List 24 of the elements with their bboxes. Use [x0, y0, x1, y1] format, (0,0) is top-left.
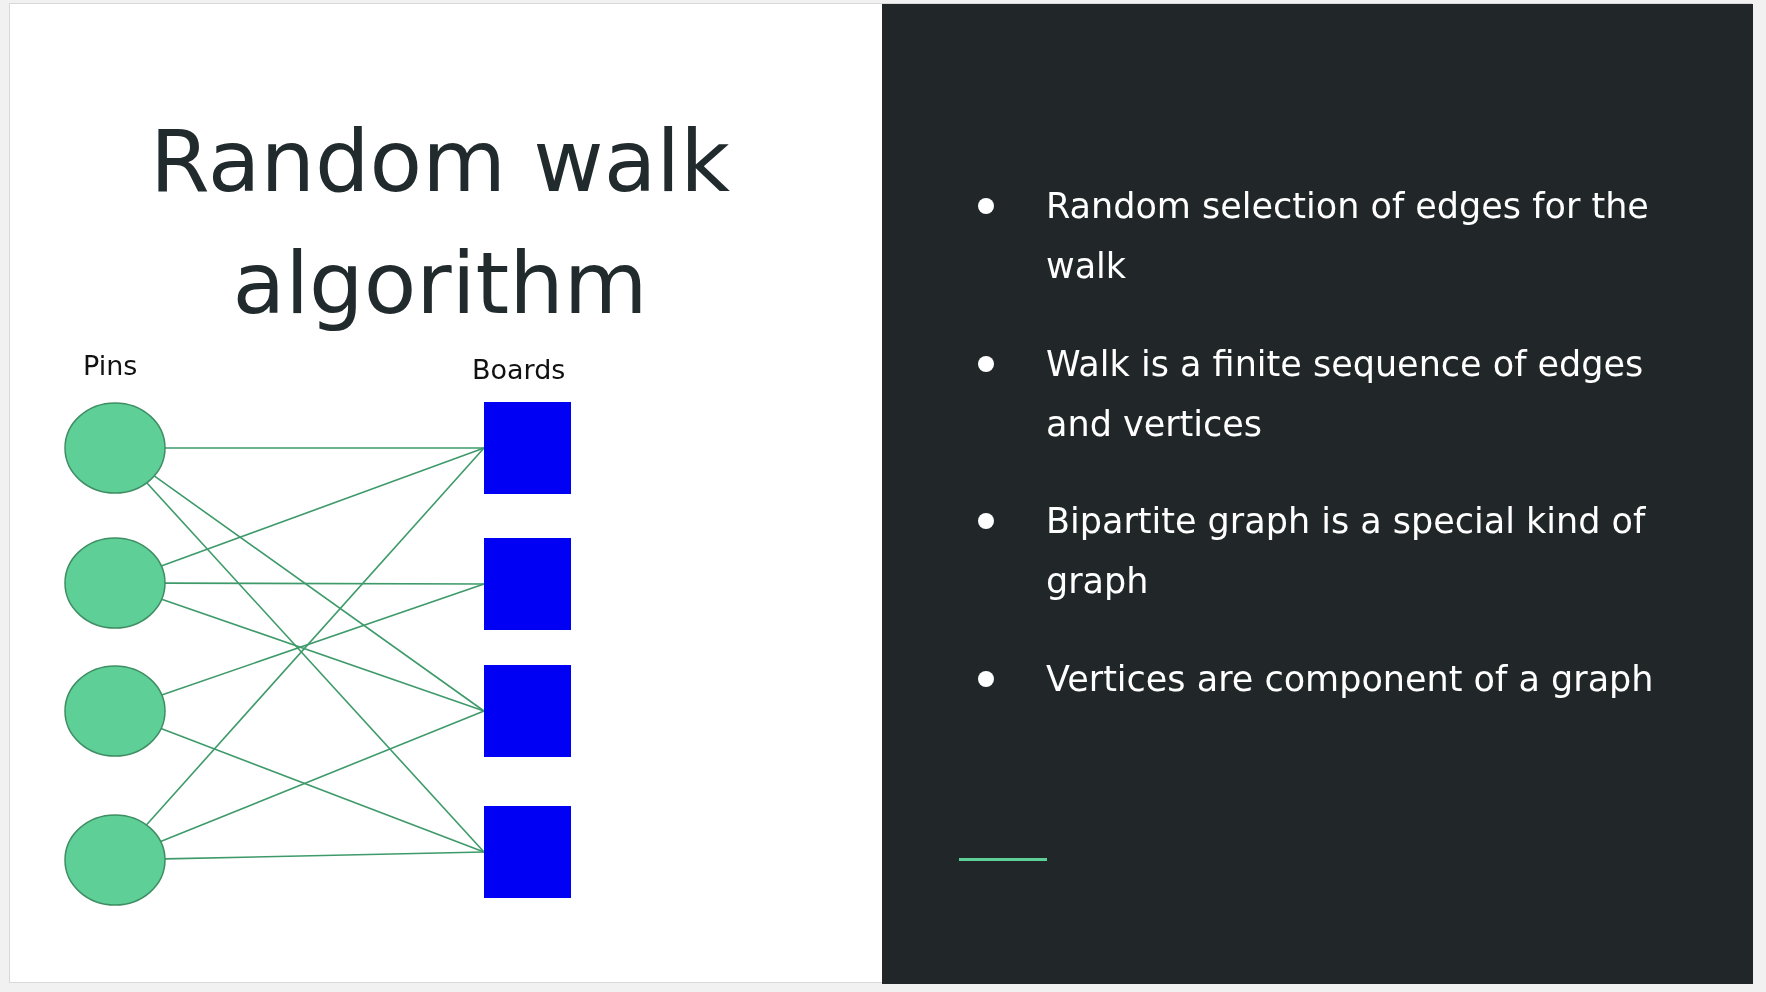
connector-line	[145, 481, 485, 853]
bullet-text: Walk is a finite sequence of edges and vertices	[1046, 343, 1645, 446]
board-square	[484, 538, 571, 630]
connector-line	[160, 727, 485, 853]
pin-circle	[64, 814, 166, 906]
pin-circle	[64, 665, 166, 757]
connector-line	[160, 583, 485, 696]
connector-line	[160, 447, 485, 567]
connector-line	[164, 851, 485, 860]
board-square	[484, 665, 571, 757]
connector-line	[160, 598, 485, 712]
slide-title: Random walk algorithm	[148, 110, 732, 335]
board-square	[484, 806, 571, 898]
pin-circle	[64, 402, 166, 494]
connector-line	[159, 710, 485, 843]
connector-line	[153, 475, 485, 712]
bullet-text: Random selection of edges for the walk	[1046, 185, 1650, 288]
column-heading: Pins	[83, 350, 138, 381]
bullet-text: Bipartite graph is a special kind of graph	[1046, 500, 1647, 603]
board-square	[484, 402, 571, 494]
connector-line	[145, 447, 485, 826]
pin-circle	[64, 537, 166, 629]
bullet-text: Vertices are component of a graph	[1046, 658, 1655, 701]
column-heading: Boards	[472, 354, 566, 385]
